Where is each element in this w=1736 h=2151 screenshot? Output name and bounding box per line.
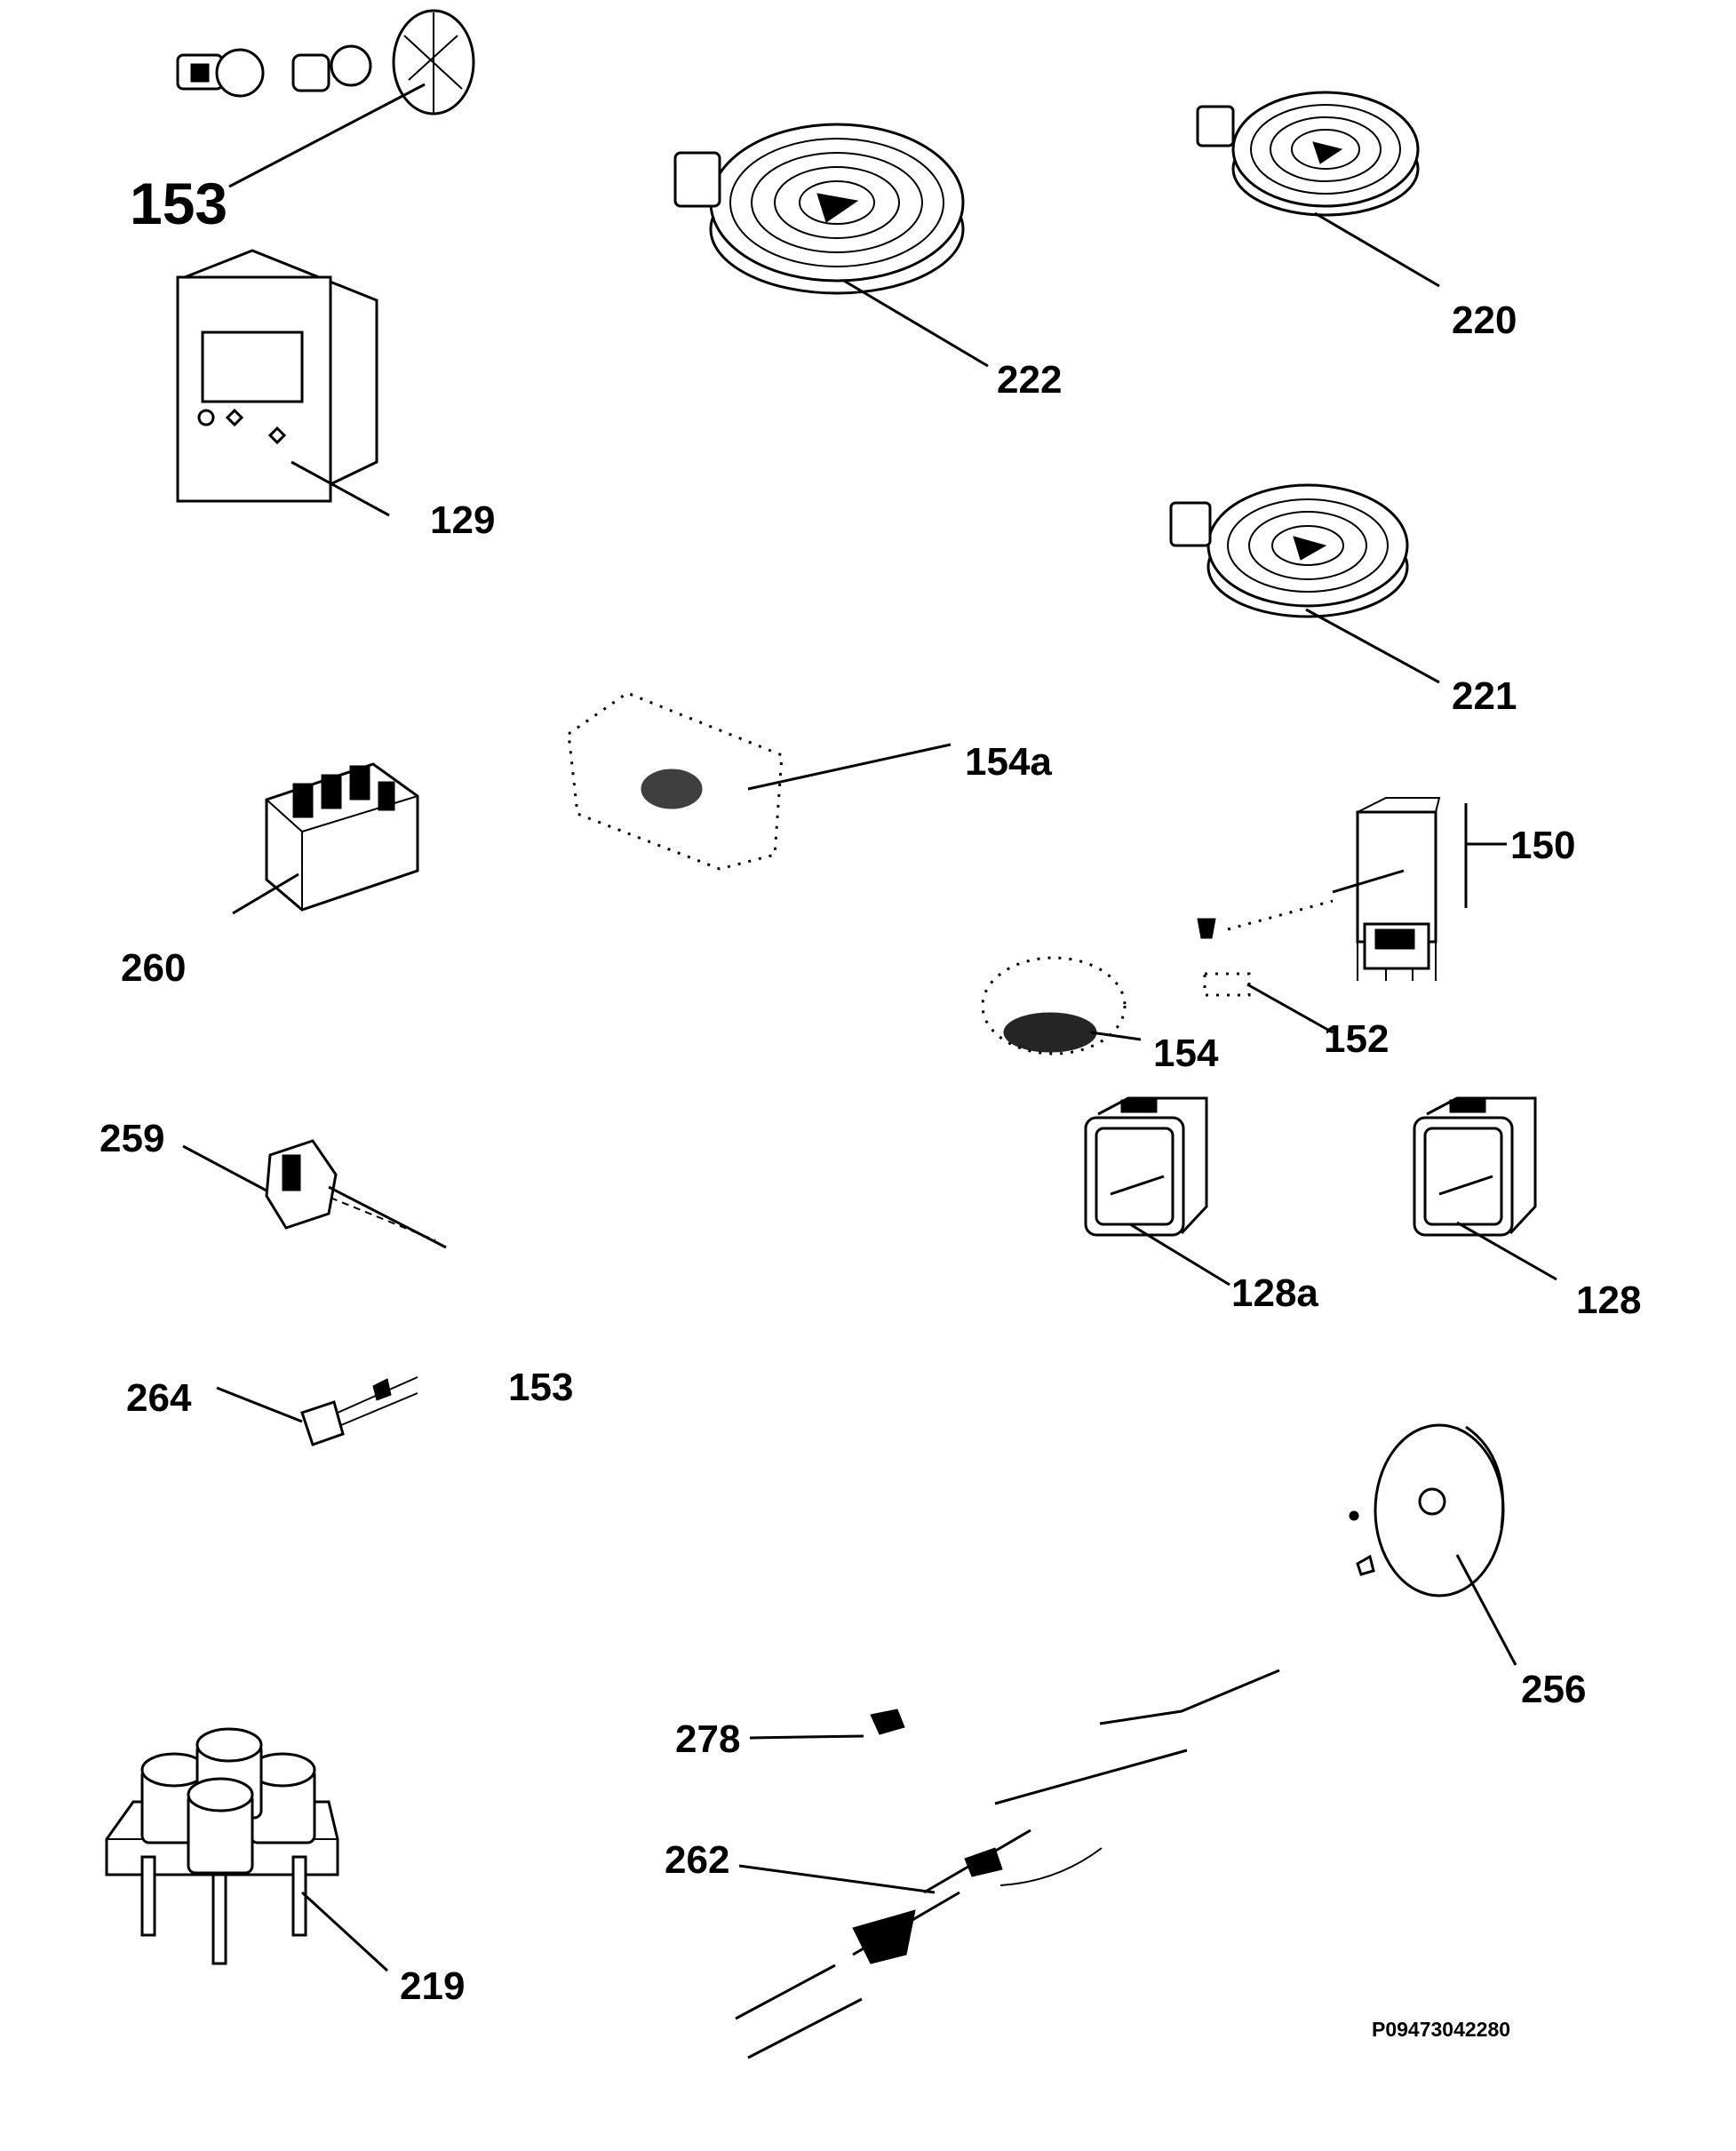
part-154-seal <box>981 956 1127 1056</box>
leader-154a <box>747 743 952 791</box>
part-154a-gasket <box>567 691 784 871</box>
part-152-spindle-clip <box>1197 899 1334 997</box>
part-259-thermostat <box>265 1139 447 1249</box>
leader-128 <box>1456 1221 1557 1281</box>
callout-129: 129 <box>430 498 495 542</box>
leader-129 <box>291 460 390 517</box>
leader-221 <box>1305 608 1440 684</box>
part-129-timer-module <box>176 249 378 503</box>
part-219-capacitor-block <box>105 1727 339 1965</box>
callout-153-mid: 153 <box>508 1366 573 1409</box>
callout-259: 259 <box>100 1117 164 1160</box>
part-264-small-switch <box>300 1376 418 1446</box>
callout-150: 150 <box>1510 824 1575 867</box>
leader-278 <box>749 1734 864 1740</box>
part-150-energy-regulator <box>1332 797 1441 981</box>
drawing-code: P09473042280 <box>1372 2018 1510 2041</box>
part-256-cooling-fan <box>1349 1423 1505 1597</box>
callout-260: 260 <box>121 946 186 990</box>
leader-220 <box>1314 211 1440 288</box>
callout-153-top: 153 <box>130 171 227 236</box>
leader-262 <box>738 1864 936 1894</box>
leader-219 <box>300 1891 389 1972</box>
leader-260 <box>232 872 299 915</box>
part-128-rotary-switch <box>1413 1096 1537 1237</box>
callout-264: 264 <box>126 1376 192 1420</box>
callout-221: 221 <box>1452 674 1517 718</box>
part-153-lamp-assembly <box>176 9 475 116</box>
part-221-small-heating-element <box>1169 483 1409 618</box>
callout-128: 128 <box>1576 1279 1641 1322</box>
part-128a-rotary-switch <box>1084 1096 1208 1237</box>
callout-222: 222 <box>997 358 1062 402</box>
part-278-clip <box>870 1709 905 1735</box>
callout-152: 152 <box>1324 1017 1389 1061</box>
leader-222 <box>843 279 989 368</box>
callout-220: 220 <box>1452 299 1517 342</box>
leader-152 <box>1246 983 1334 1034</box>
callout-154a: 154a <box>965 740 1052 784</box>
callout-154: 154 <box>1153 1032 1219 1075</box>
callout-128a: 128a <box>1231 1271 1318 1315</box>
part-262-wiring-harness <box>735 1669 1280 2059</box>
callout-278: 278 <box>675 1717 740 1761</box>
leader-256 <box>1455 1554 1517 1666</box>
leader-154 <box>1090 1031 1142 1041</box>
callout-262: 262 <box>665 1838 729 1882</box>
leader-259 <box>182 1144 267 1192</box>
part-220-medium-heating-element <box>1196 91 1420 217</box>
leader-153-top <box>228 83 426 188</box>
leader-264 <box>216 1386 303 1423</box>
part-260-terminal-block <box>265 762 419 912</box>
part-222-large-heating-element <box>673 123 965 295</box>
leader-128a <box>1129 1223 1230 1287</box>
callout-219: 219 <box>400 1964 465 2008</box>
callout-256: 256 <box>1521 1668 1586 1711</box>
